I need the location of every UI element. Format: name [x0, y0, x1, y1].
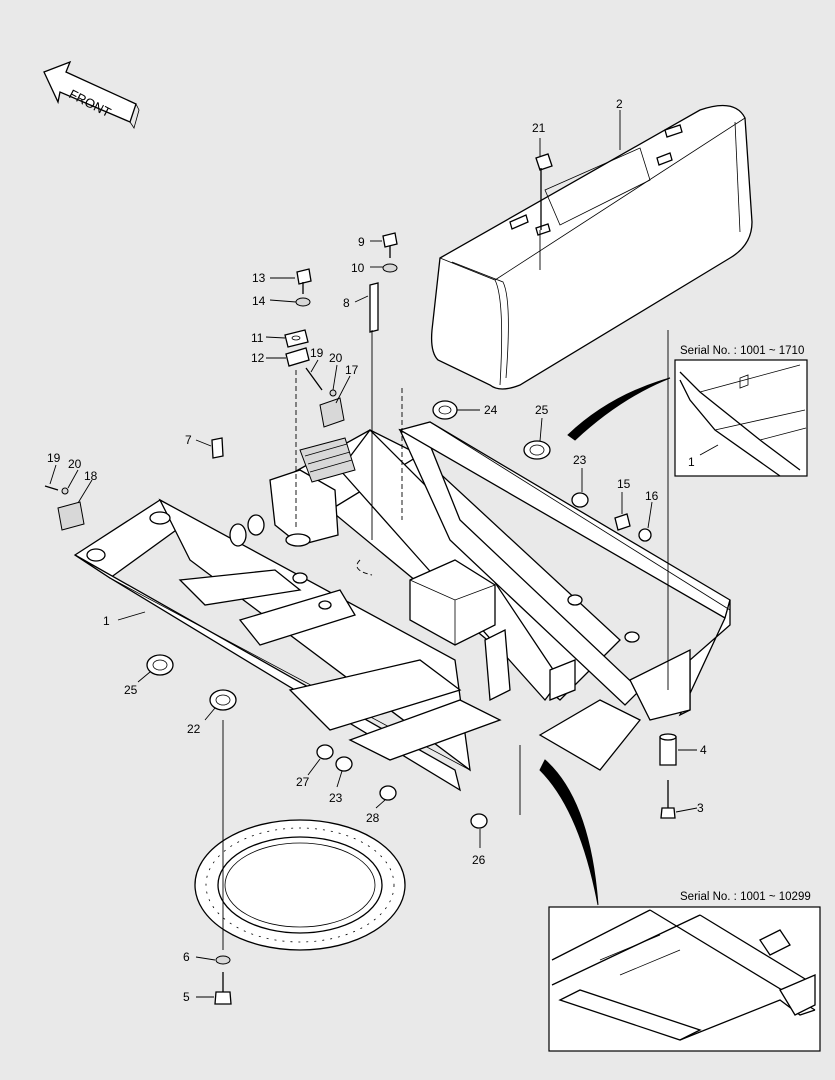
callout-21: 21: [532, 121, 546, 135]
inset-top: 1 Serial No. : 1001 ~ 1710: [674, 345, 808, 477]
front-arrow: FRONT: [43, 60, 140, 129]
callout-9: 9: [358, 235, 365, 249]
callout-1: 1: [103, 614, 110, 628]
callout-24: 24: [484, 403, 498, 417]
callout-28: 28: [366, 811, 380, 825]
callout-7: 7: [185, 433, 192, 447]
alignment-lines: [222, 230, 669, 950]
upper-frame: [73, 421, 731, 792]
callout-10: 10: [351, 261, 365, 275]
callout-15: 15: [617, 477, 631, 491]
callout-12: 12: [251, 351, 265, 365]
callout-6: 6: [183, 950, 190, 964]
callout-27: 27: [296, 775, 310, 789]
callout-23-bottom: 23: [329, 791, 343, 805]
callout-numbers: 2 21 9 10 8 13 14 11 12 19 20 17 7 19 20…: [47, 97, 707, 1004]
callout-17: 17: [345, 363, 359, 377]
callout-14: 14: [252, 294, 266, 308]
swing-bearing: [194, 819, 406, 951]
callout-22: 22: [187, 722, 201, 736]
inset-bottom-pointer: [539, 759, 599, 906]
callout-4: 4: [700, 743, 707, 757]
small-parts: [44, 153, 677, 1005]
callout-20-top: 20: [329, 351, 343, 365]
callout-11: 11: [251, 331, 264, 345]
inset-bottom-serial: Serial No. : 1001 ~ 10299: [680, 891, 811, 903]
callout-19-top: 19: [310, 346, 324, 360]
callout-13: 13: [252, 271, 266, 285]
callout-18: 18: [84, 469, 98, 483]
callout-3: 3: [697, 801, 704, 815]
callout-2: 2: [616, 97, 623, 111]
callout-25-left: 25: [124, 683, 138, 697]
callout-8: 8: [343, 296, 350, 310]
callout-16: 16: [645, 489, 659, 503]
callout-5: 5: [183, 990, 190, 1004]
callout-23-right: 23: [573, 453, 587, 467]
inset-top-serial: Serial No. : 1001 ~ 1710: [680, 345, 804, 357]
inset-bottom: Serial No. : 1001 ~ 10299: [548, 891, 821, 1052]
callout-26: 26: [472, 853, 486, 867]
inset-top-pointer: [567, 377, 671, 441]
callout-25-top: 25: [535, 403, 549, 417]
leader-lines: [49, 110, 698, 998]
callout-19-left: 19: [47, 451, 61, 465]
callout-20-left: 20: [68, 457, 82, 471]
counterweight: [430, 104, 753, 390]
inset-top-callout-1: 1: [688, 455, 695, 469]
